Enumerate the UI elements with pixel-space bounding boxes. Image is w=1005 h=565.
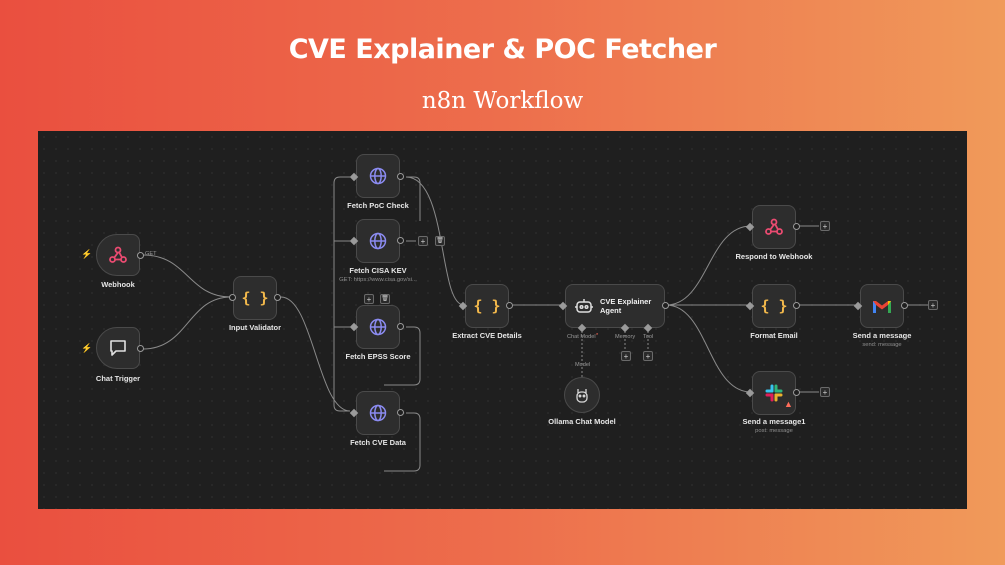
extract-cve-output-port[interactable] bbox=[506, 302, 513, 309]
webhook-label: Webhook bbox=[101, 280, 135, 289]
fetch-cisa-sublabel: GET: https://www.cisa.gov/si... bbox=[339, 277, 417, 283]
ollama-icon bbox=[576, 389, 588, 403]
format-email-output-port[interactable] bbox=[793, 302, 800, 309]
respond-webhook-output-port[interactable] bbox=[793, 223, 800, 230]
page-subtitle: n8n Workflow bbox=[421, 88, 584, 114]
robot-icon bbox=[575, 299, 593, 313]
code-braces-icon: { } bbox=[241, 289, 269, 307]
fetch-poc-label: Fetch PoC Check bbox=[347, 201, 409, 210]
cve-explainer-agent-node[interactable]: CVE Explainer Agent bbox=[565, 284, 665, 328]
slack-icon bbox=[765, 384, 783, 402]
add-memory-button[interactable]: + bbox=[621, 351, 631, 361]
webhook-node[interactable] bbox=[96, 234, 140, 276]
webhook-icon bbox=[765, 218, 783, 235]
extract-cve-label: Extract CVE Details bbox=[452, 331, 522, 340]
fetch-cve-output-port[interactable] bbox=[397, 409, 404, 416]
fetch-poc-node[interactable] bbox=[356, 154, 400, 198]
chat-trigger-output-port[interactable] bbox=[137, 345, 144, 352]
ollama-label: Ollama Chat Model bbox=[548, 417, 616, 426]
add-tool-button[interactable]: + bbox=[643, 351, 653, 361]
chat-trigger-node[interactable] bbox=[96, 327, 140, 369]
input-validator-output-port[interactable] bbox=[274, 294, 281, 301]
add-node-button[interactable]: + bbox=[364, 294, 374, 304]
send-slack-node[interactable] bbox=[752, 371, 796, 415]
extract-cve-node[interactable]: { } bbox=[465, 284, 509, 328]
model-link-label: Model bbox=[575, 362, 591, 368]
fetch-epss-label: Fetch EPSS Score bbox=[345, 352, 411, 361]
add-node-button[interactable]: + bbox=[820, 221, 830, 231]
input-validator-node[interactable]: { } bbox=[233, 276, 277, 320]
send-gmail-output-port[interactable] bbox=[901, 302, 908, 309]
gmail-icon bbox=[873, 300, 891, 313]
trigger-bolt-icon: ⚡ bbox=[81, 249, 93, 259]
agent-output-port[interactable] bbox=[662, 302, 669, 309]
webhook-output-port[interactable] bbox=[137, 252, 144, 259]
globe-icon bbox=[369, 232, 387, 250]
send-gmail-label: Send a message bbox=[852, 331, 912, 340]
send-gmail-sublabel: send: message bbox=[862, 342, 902, 348]
webhook-method: GET bbox=[145, 251, 157, 257]
respond-webhook-node[interactable] bbox=[752, 205, 796, 249]
send-slack-sublabel: post: message bbox=[755, 428, 793, 434]
delete-node-button[interactable]: 🗑 bbox=[380, 294, 390, 304]
fetch-cisa-label: Fetch CISA KEV bbox=[349, 266, 407, 275]
delete-node-button[interactable]: 🗑 bbox=[435, 236, 445, 246]
send-slack-output-port[interactable] bbox=[793, 389, 800, 396]
agent-chat-model-label: Chat Model bbox=[567, 334, 596, 340]
add-node-button[interactable]: + bbox=[928, 300, 938, 310]
page-title: CVE Explainer & POC Fetcher bbox=[288, 34, 717, 65]
fetch-cve-node[interactable] bbox=[356, 391, 400, 435]
globe-icon bbox=[369, 167, 387, 185]
add-node-button[interactable]: + bbox=[418, 236, 428, 246]
fetch-epss-output-port[interactable] bbox=[397, 323, 404, 330]
chat-trigger-label: Chat Trigger bbox=[95, 374, 141, 383]
connection-lines bbox=[142, 176, 929, 472]
warning-icon: ▲ bbox=[784, 399, 793, 409]
webhook-icon bbox=[109, 246, 127, 263]
code-braces-icon: { } bbox=[473, 297, 501, 315]
workflow-canvas[interactable]: ⚡ GET Webhook ⚡ Chat Trigger { } Input V… bbox=[38, 131, 967, 509]
fetch-epss-node[interactable] bbox=[356, 305, 400, 349]
globe-icon bbox=[369, 404, 387, 422]
fetch-poc-output-port[interactable] bbox=[397, 173, 404, 180]
input-validator-input-port[interactable] bbox=[229, 294, 236, 301]
respond-webhook-label: Respond to Webhook bbox=[735, 252, 813, 261]
agent-memory-label: Memory bbox=[615, 334, 636, 340]
fetch-cisa-node[interactable] bbox=[356, 219, 400, 263]
agent-title: CVE Explainer bbox=[600, 297, 652, 306]
fetch-cisa-output-port[interactable] bbox=[397, 237, 404, 244]
send-gmail-node[interactable] bbox=[860, 284, 904, 328]
format-email-node[interactable]: { } bbox=[752, 284, 796, 328]
format-email-label: Format Email bbox=[750, 331, 798, 340]
agent-title-line2: Agent bbox=[600, 306, 622, 315]
fetch-cve-label: Fetch CVE Data bbox=[350, 438, 406, 447]
ollama-node[interactable] bbox=[564, 377, 600, 413]
trigger-bolt-icon: ⚡ bbox=[81, 343, 93, 353]
agent-required-marker: * bbox=[596, 333, 599, 339]
code-braces-icon: { } bbox=[760, 297, 788, 315]
send-slack-label: Send a message1 bbox=[742, 417, 806, 426]
chat-icon bbox=[110, 340, 126, 356]
input-validator-label: Input Validator bbox=[228, 323, 282, 332]
globe-icon bbox=[369, 318, 387, 336]
agent-tool-label: Tool bbox=[643, 334, 654, 340]
add-node-button[interactable]: + bbox=[820, 387, 830, 397]
